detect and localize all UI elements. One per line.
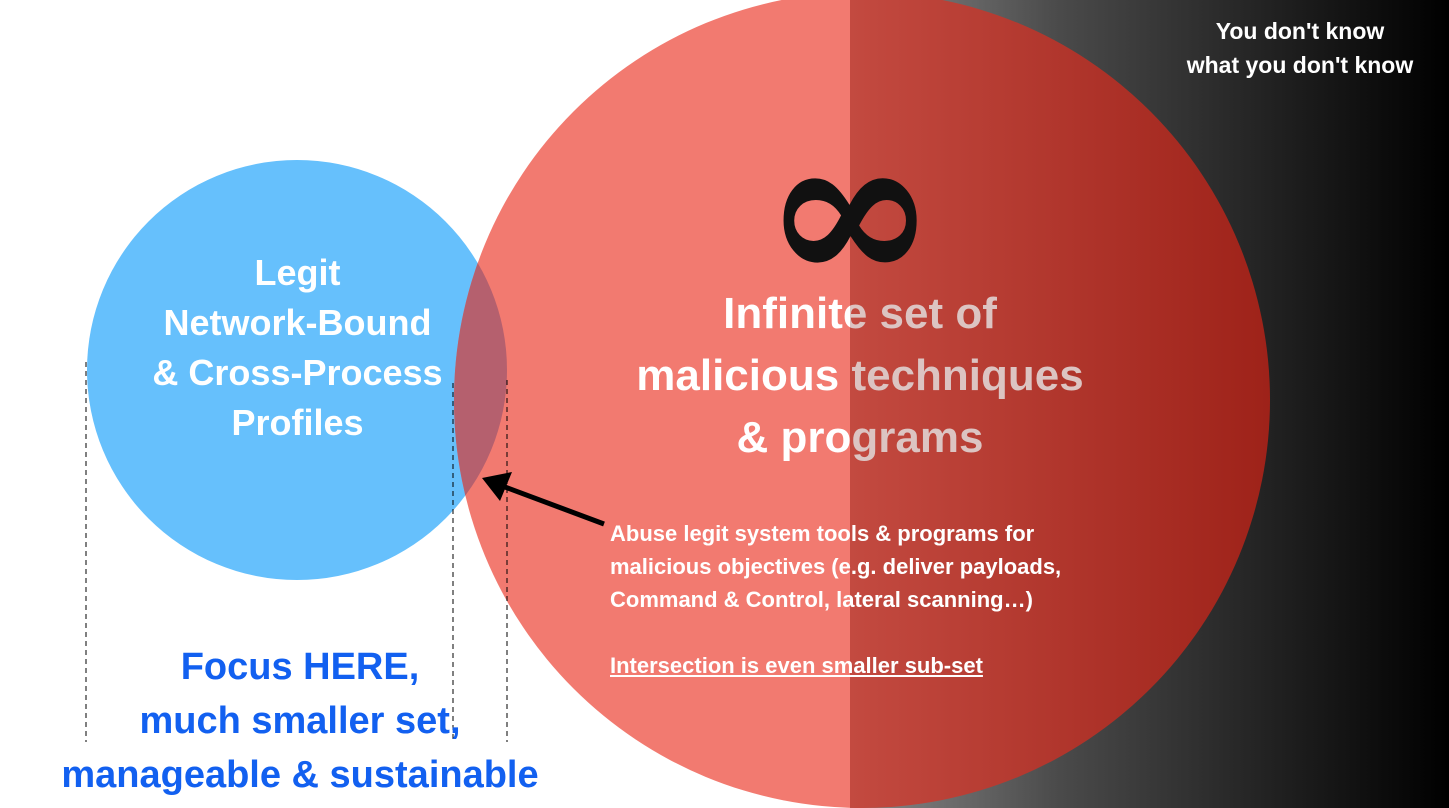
focus-label: Focus HERE, much smaller set, manageable… bbox=[20, 640, 580, 802]
unknown-line: what you don't know bbox=[1186, 52, 1414, 78]
malicious-circle-label: Infinite set of malicious techniques & p… bbox=[560, 283, 1160, 469]
focus-line: much smaller set, bbox=[139, 700, 461, 742]
abuse-annotation: Abuse legit system tools & programs for … bbox=[610, 517, 1150, 682]
legit-line: Network-Bound bbox=[163, 302, 432, 343]
legit-circle bbox=[87, 160, 507, 580]
legit-circle-label: Legit Network-Bound & Cross-Process Prof… bbox=[110, 248, 485, 448]
annotation-line: Command & Control, lateral scanning…) bbox=[610, 587, 1033, 612]
focus-guide-lines bbox=[85, 362, 508, 742]
legit-line: Legit bbox=[254, 252, 341, 293]
malicious-circle-light bbox=[454, 0, 850, 808]
arrow bbox=[482, 472, 605, 527]
annotation-line: Abuse legit system tools & programs for bbox=[610, 521, 1035, 546]
legit-line: Profiles bbox=[231, 402, 364, 443]
intersection-note: Intersection is even smaller sub-set bbox=[610, 653, 983, 678]
infinity-icon: ∞ bbox=[762, 86, 938, 333]
annotation-line: malicious objectives (e.g. deliver paylo… bbox=[610, 554, 1062, 579]
malicious-line: malicious techniques bbox=[636, 351, 1084, 400]
legit-line: & Cross-Process bbox=[152, 352, 443, 393]
malicious-circle-dark bbox=[850, 0, 1270, 808]
unknown-line: You don't know bbox=[1215, 18, 1385, 44]
malicious-line: Infinite set of bbox=[723, 289, 997, 338]
focus-line: Focus HERE, bbox=[180, 646, 420, 688]
unknown-label: You don't know what you don't know bbox=[1160, 14, 1440, 82]
focus-line: manageable & sustainable bbox=[61, 754, 539, 796]
malicious-line: & programs bbox=[736, 413, 984, 462]
